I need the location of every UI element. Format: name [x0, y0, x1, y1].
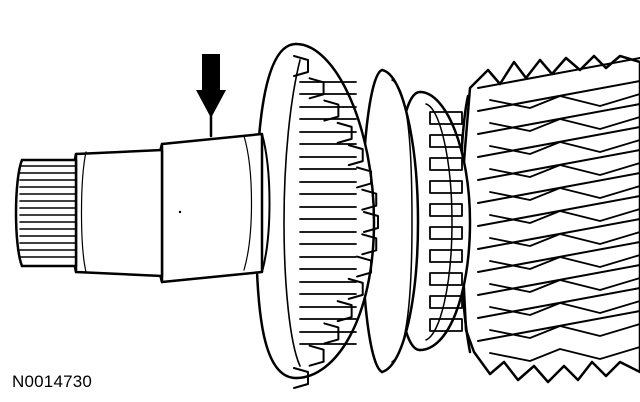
output-shaft	[14, 148, 164, 278]
figure-id-label: N0014730	[12, 372, 93, 391]
bearing-collar	[154, 132, 271, 284]
arrow-down-icon	[196, 54, 226, 138]
helical-gear	[458, 54, 640, 384]
synchronizer-hub	[394, 90, 472, 352]
spur-gear	[254, 42, 379, 389]
